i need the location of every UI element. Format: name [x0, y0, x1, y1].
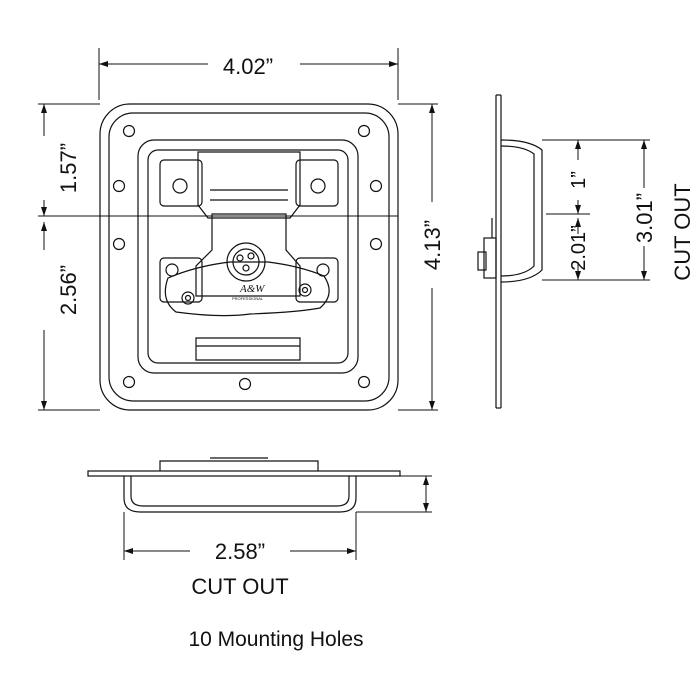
dim-top-offset: 1.57”	[56, 143, 81, 193]
brand-logo: A&W PROFESSIONAL	[232, 283, 265, 301]
arrowhead	[575, 271, 581, 280]
label-mounting-holes: 10 Mounting Holes	[188, 628, 363, 651]
side-view	[477, 94, 543, 409]
label-cut-out-side: CUT OUT	[670, 183, 695, 280]
side-dish	[500, 139, 543, 283]
logo-mark: A&W	[239, 283, 265, 295]
bracket-hole	[172, 178, 188, 194]
arrowhead	[429, 401, 435, 410]
lower-bracket-right	[295, 257, 339, 303]
dim-width: 4.02”	[223, 54, 273, 79]
mounting-hole	[122, 124, 136, 138]
arrowhead	[124, 548, 133, 554]
outer-flange	[99, 103, 399, 411]
bracket-right	[295, 159, 339, 207]
bottom-flange	[87, 470, 401, 477]
arrowhead	[575, 205, 581, 214]
lower-bracket-left	[159, 257, 203, 303]
lock-pin	[247, 252, 255, 260]
front-dimensions	[38, 48, 438, 411]
bottom-bar	[195, 337, 301, 361]
dim-height: 4.13”	[420, 220, 445, 270]
side-handle-tip	[477, 251, 487, 271]
arrowhead	[41, 401, 47, 410]
bracket-left	[159, 159, 203, 207]
mounting-hole	[112, 237, 126, 251]
lock-cylinder	[226, 242, 266, 282]
arrowhead	[389, 61, 398, 67]
lock-pin	[242, 264, 250, 272]
label-cut-out-bottom: CUT OUT	[191, 574, 288, 599]
arrowhead	[575, 218, 581, 227]
arrowhead	[99, 61, 108, 67]
mounting-hole	[369, 179, 383, 193]
lock-pin	[236, 254, 244, 262]
keeper	[197, 151, 301, 219]
arrowhead	[429, 104, 435, 113]
mounting-hole	[112, 179, 126, 193]
arrowhead	[575, 140, 581, 149]
mounting-holes	[112, 124, 383, 391]
latch-body	[195, 213, 301, 297]
mounting-hole	[357, 124, 371, 138]
arrowhead	[641, 271, 647, 280]
dim-side-upper: 1”	[568, 171, 590, 189]
mounting-hole	[122, 375, 136, 389]
mounting-hole	[369, 237, 383, 251]
arrowhead	[423, 503, 429, 512]
flange-inner-edge	[108, 112, 390, 402]
mounting-hole	[238, 377, 252, 391]
handle-rivet-center	[184, 294, 192, 302]
handle-rivet-center	[301, 286, 309, 294]
dish-inner	[147, 149, 349, 364]
side-dish-inner	[500, 145, 535, 277]
logo-text: PROFESSIONAL	[232, 296, 264, 301]
bracket-hole	[310, 178, 326, 194]
bottom-dimensions	[123, 475, 432, 560]
dim-side-lower: 2.01”	[568, 225, 590, 271]
front-view	[99, 103, 399, 411]
dim-bottom-offset: 2.56”	[56, 265, 81, 315]
arrowhead	[41, 207, 47, 216]
handle-rivet	[298, 283, 312, 297]
arrowhead	[641, 140, 647, 149]
arrowhead	[347, 548, 356, 554]
bottom-dish	[123, 476, 357, 513]
mounting-hole	[357, 375, 371, 389]
dim-side-cutout: 3.01”	[632, 193, 657, 243]
dish-outer	[137, 139, 359, 374]
bottom-dish-inner	[130, 476, 350, 507]
arrowhead	[41, 222, 47, 231]
arrowhead	[423, 476, 429, 485]
bottom-view	[87, 457, 401, 513]
arrowhead	[41, 104, 47, 113]
bottom-latch-top	[159, 460, 319, 471]
dim-bottom-cutout: 2.58”	[215, 539, 265, 564]
handle-rivet	[181, 291, 195, 305]
butterfly-handle	[164, 261, 330, 317]
arrowheads	[41, 61, 647, 554]
side-handle	[483, 237, 497, 279]
lock-cylinder-inner	[232, 248, 260, 276]
